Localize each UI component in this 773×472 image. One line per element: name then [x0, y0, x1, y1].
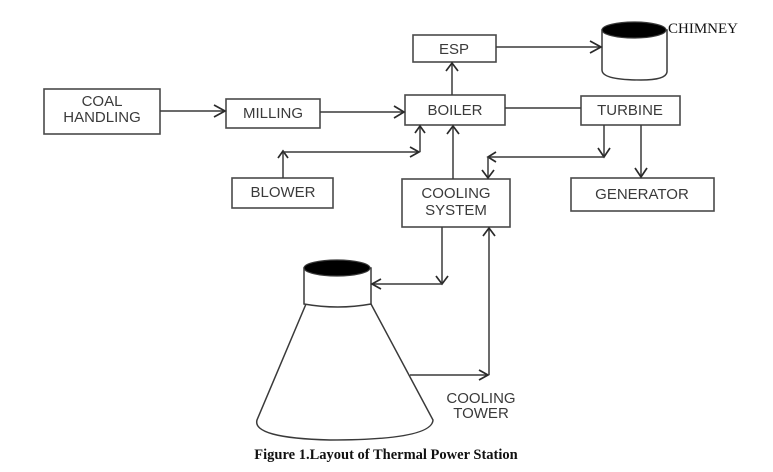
edge-cooling-system-to-boiler	[446, 124, 460, 179]
node-boiler: BOILER	[404, 94, 506, 126]
chimney-top	[601, 21, 667, 39]
cooling-system-label-line1: COOLING	[421, 185, 490, 202]
node-chimney: CHIMNEY	[601, 21, 738, 81]
edge-turbine-to-cooling-system	[481, 125, 611, 180]
edge-esp-to-chimney	[496, 40, 603, 54]
edge-blower-to-boiler	[277, 124, 426, 178]
edge-boiler-to-esp	[445, 61, 459, 95]
esp-label: ESP	[439, 41, 469, 58]
cooling-system-label-line2: SYSTEM	[425, 202, 487, 219]
turbine-label: TURBINE	[597, 102, 663, 119]
node-milling: MILLING	[225, 98, 321, 129]
node-blower: BLOWER	[231, 177, 334, 209]
node-coal-handling: COAL HANDLING	[43, 88, 161, 135]
boiler-label: BOILER	[427, 102, 482, 119]
milling-label: MILLING	[243, 105, 303, 122]
edge-turbine-to-generator	[634, 125, 648, 179]
node-cooling-system: COOLING SYSTEM	[401, 178, 511, 228]
cooling-tower-label-line1: COOLING	[446, 390, 515, 407]
chimney-label: CHIMNEY	[668, 21, 738, 37]
node-cooling-tower: COOLING TOWER	[256, 259, 516, 441]
blower-label: BLOWER	[250, 184, 315, 201]
node-esp: ESP	[412, 34, 497, 63]
cooling-tower-label-line2: TOWER	[453, 405, 509, 422]
coal-handling-label-line1: COAL	[82, 93, 123, 110]
edge-cooling-system-to-cooling-tower	[370, 227, 449, 290]
figure-caption: Figure 1.Layout of Thermal Power Station	[254, 447, 517, 463]
node-generator: GENERATOR	[570, 177, 715, 212]
edge-milling-to-boiler	[320, 105, 406, 119]
cooling-tower-top	[303, 259, 371, 277]
coal-handling-label-line2: HANDLING	[63, 109, 141, 126]
generator-label: GENERATOR	[595, 186, 689, 203]
node-turbine: TURBINE	[580, 95, 681, 126]
edge-cooling-tower-to-cooling-system	[410, 226, 496, 381]
edge-coal-handling-to-milling	[160, 104, 227, 118]
